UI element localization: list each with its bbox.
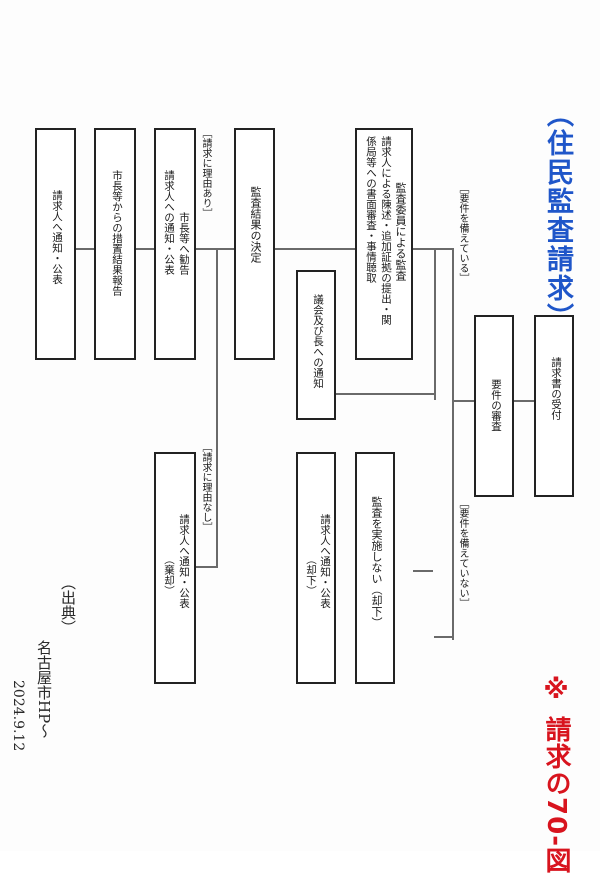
box-notify-council: 議会及び長への通知: [296, 270, 336, 420]
connector-line: [434, 248, 436, 400]
label-requirements-met: ［要件を備えている］: [457, 183, 468, 283]
source-date: 2024.9.12: [10, 680, 26, 752]
source-label: （出典）: [59, 575, 77, 635]
box-dismissal: 請求人へ通知・公表 （棄却）: [154, 452, 196, 684]
connector-line: [76, 248, 94, 250]
connector-line: [413, 248, 436, 250]
connector-line: [452, 248, 454, 640]
box-no-audit: 監査を実施しない（却下）: [355, 452, 395, 684]
document-title: （住民監査請求）: [542, 100, 573, 332]
label-reason-no: ［請求に理由なし］: [200, 442, 211, 532]
source-name: 名古屋市HP～: [35, 640, 53, 739]
document-page: （住民監査請求） ※ 請求の70-図 ［要件を備えている］ ［要件を備えていない…: [10, 100, 574, 874]
connector-line: [216, 248, 234, 250]
box-requirements-exam: 要件の審査: [474, 315, 514, 497]
connector-line: [136, 248, 154, 250]
red-note: ※ 請求の70-図: [541, 675, 571, 874]
box-measures-report: 市長等からの措置結果報告: [94, 128, 136, 360]
connector-line: [275, 248, 355, 250]
connector-line: [434, 248, 454, 250]
box-recommendation: 市長等へ勧告 請求人への通知・公表: [154, 128, 196, 360]
box-notify-rejection: 請求人へ通知・公表 （却下）: [296, 452, 336, 684]
connector-line: [196, 248, 216, 250]
box-audit-by-committee: 監査委員による監査 請求人による陳述・追加証拠の提出・関 係局等への書面審査・事…: [355, 128, 413, 360]
box-final-notification: 請求人へ通知・公表: [35, 128, 76, 360]
connector-line: [452, 400, 474, 402]
connector-line: [216, 248, 218, 568]
box-audit-decision: 監査結果の決定: [234, 128, 275, 360]
connector-line: [434, 636, 454, 638]
connector-line: [196, 566, 218, 568]
label-reason-yes: ［請求に理由あり］: [200, 128, 211, 218]
connector-line: [413, 570, 433, 572]
connector-line: [336, 393, 436, 395]
label-requirements-not-met: ［要件を備えていない］: [457, 498, 468, 608]
connector-line: [514, 400, 534, 402]
box-request-receipt: 請求書の受付: [534, 315, 574, 497]
